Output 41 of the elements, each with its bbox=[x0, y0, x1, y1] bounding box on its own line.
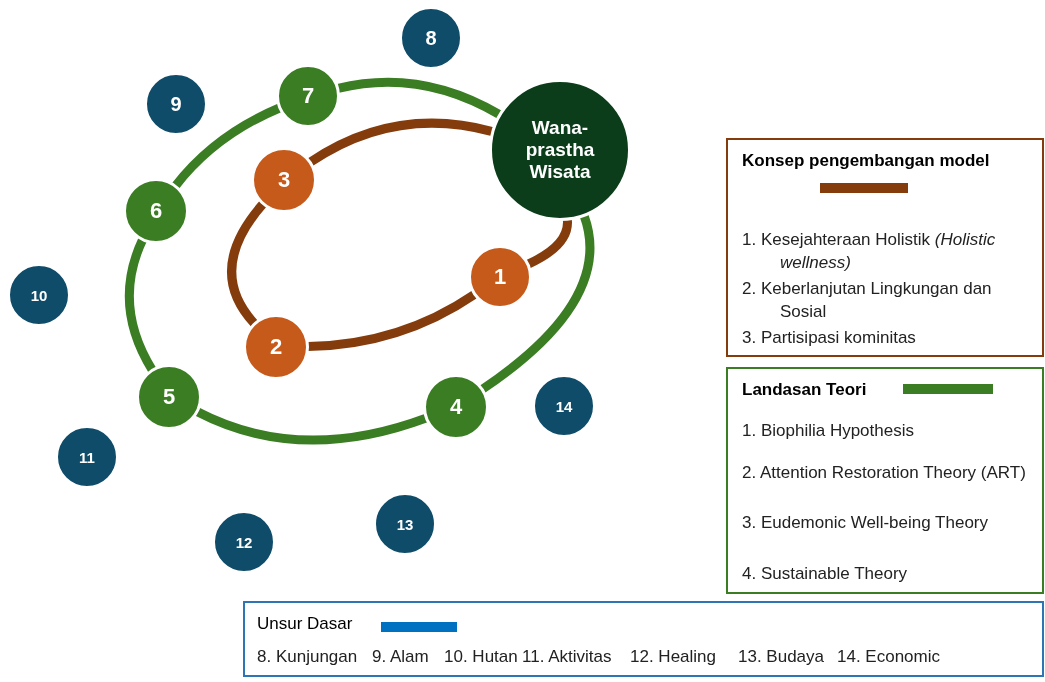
element-label: 10. Hutan bbox=[444, 647, 518, 667]
ring-arc bbox=[124, 238, 157, 373]
legend-heading: Landasan Teori bbox=[742, 379, 868, 401]
ring-arc bbox=[307, 290, 477, 351]
number-circle: 5 bbox=[136, 364, 202, 430]
ring-arc bbox=[337, 77, 502, 119]
element-label: 11. Aktivitas bbox=[522, 647, 612, 667]
ring-arc bbox=[227, 201, 267, 327]
center-circle: Wana-prastha Wisata bbox=[489, 79, 631, 221]
number-circle: 10 bbox=[7, 263, 71, 327]
number-circle: 7 bbox=[276, 64, 340, 128]
list-item: 3. Partisipasi kominitas bbox=[742, 327, 917, 349]
list-item: 2. Keberlanjutan Lingkungan dan Sosial bbox=[742, 278, 993, 323]
ring-arc bbox=[195, 407, 428, 445]
ring-arc bbox=[479, 214, 595, 393]
ring-arc bbox=[526, 219, 572, 269]
number-circle: 11 bbox=[55, 425, 119, 489]
legend-heading: Unsur Dasar bbox=[257, 613, 354, 635]
number-circle: 14 bbox=[532, 374, 596, 438]
list-item: 2. Attention Restoration Theory (ART) bbox=[742, 462, 1027, 484]
list-item: 4. Sustainable Theory bbox=[742, 563, 909, 585]
number-circle: 8 bbox=[399, 6, 463, 70]
list-item: 1. Kesejahteraan Holistik (Holistic wellness) bbox=[742, 229, 997, 274]
number-circle: 2 bbox=[243, 314, 309, 380]
element-label: 14. Economic bbox=[837, 647, 940, 667]
element-label: 13. Budaya bbox=[738, 647, 824, 667]
number-circle: 1 bbox=[468, 245, 532, 309]
ring-arc bbox=[172, 103, 282, 189]
element-label: 8. Kunjungan bbox=[257, 647, 358, 667]
list-item: 3. Eudemonic Well-being Theory bbox=[742, 512, 989, 534]
number-circle: 3 bbox=[251, 147, 317, 213]
legend-heading: Konsep pengembangan model bbox=[742, 150, 991, 172]
element-label: 12. Healing bbox=[630, 647, 716, 667]
element-label: 9. Alam bbox=[372, 647, 429, 667]
number-circle: 12 bbox=[212, 510, 276, 574]
number-circle: 13 bbox=[373, 492, 437, 556]
number-circle: 9 bbox=[144, 72, 208, 136]
number-circle: 4 bbox=[423, 374, 489, 440]
ring-arc bbox=[308, 118, 494, 166]
number-circle: 6 bbox=[123, 178, 189, 244]
list-item: 1. Biophilia Hypothesis bbox=[742, 420, 915, 442]
